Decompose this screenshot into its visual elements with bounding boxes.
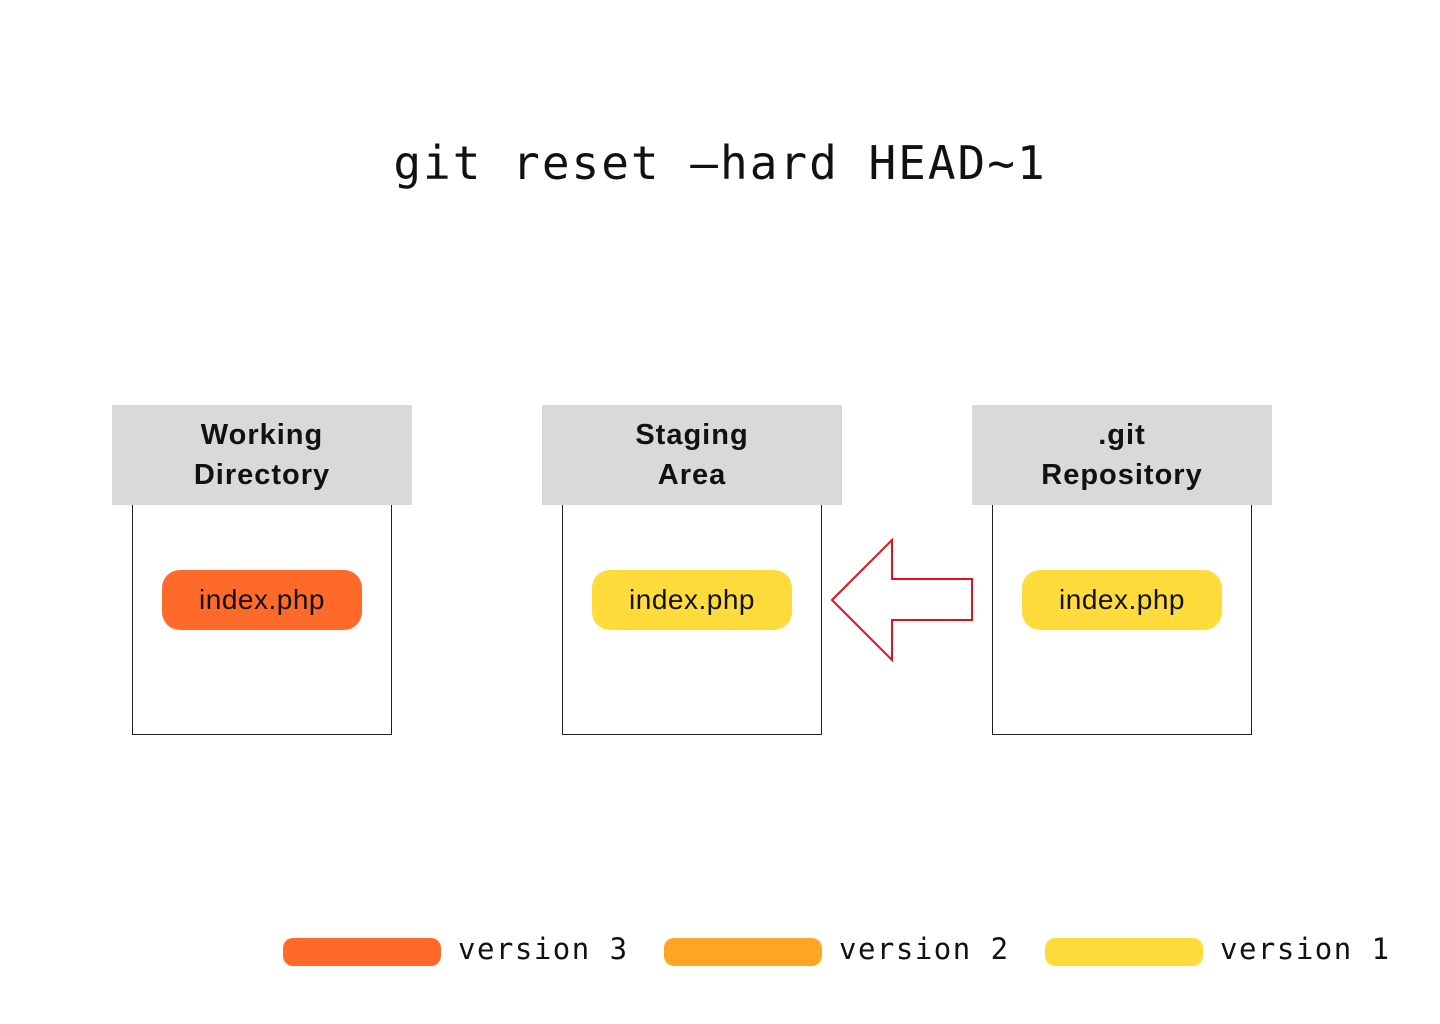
staging-area-file: index.php: [592, 570, 792, 630]
staging-area-header-line2: Area: [657, 459, 727, 491]
working-directory-file: index.php: [162, 570, 362, 630]
legend-label-version-2: version 2: [839, 932, 1010, 966]
working-directory-header: Working Directory: [112, 405, 412, 505]
staging-area-header: Staging Area: [542, 405, 842, 505]
working-directory-header-line1: Working: [200, 419, 324, 451]
legend-swatch-version-3: [283, 938, 441, 966]
reset-arrow-shape: [830, 537, 973, 663]
working-directory-header-line2: Directory: [193, 459, 331, 491]
staging-area-header-line1: Staging: [635, 419, 749, 451]
reset-arrow-icon: [830, 537, 973, 663]
git-repository-header: .git Repository: [972, 405, 1272, 505]
legend-swatch-version-2: [664, 938, 822, 966]
legend-label-version-1: version 1: [1220, 932, 1391, 966]
legend-swatch-version-1: [1045, 938, 1203, 966]
command-title: git reset —hard HEAD~1: [393, 136, 1047, 190]
git-repository-file: index.php: [1022, 570, 1222, 630]
legend-label-version-3: version 3: [458, 932, 629, 966]
git-repository-header-line1: .git: [1098, 419, 1146, 451]
git-repository-header-line2: Repository: [1041, 459, 1203, 491]
